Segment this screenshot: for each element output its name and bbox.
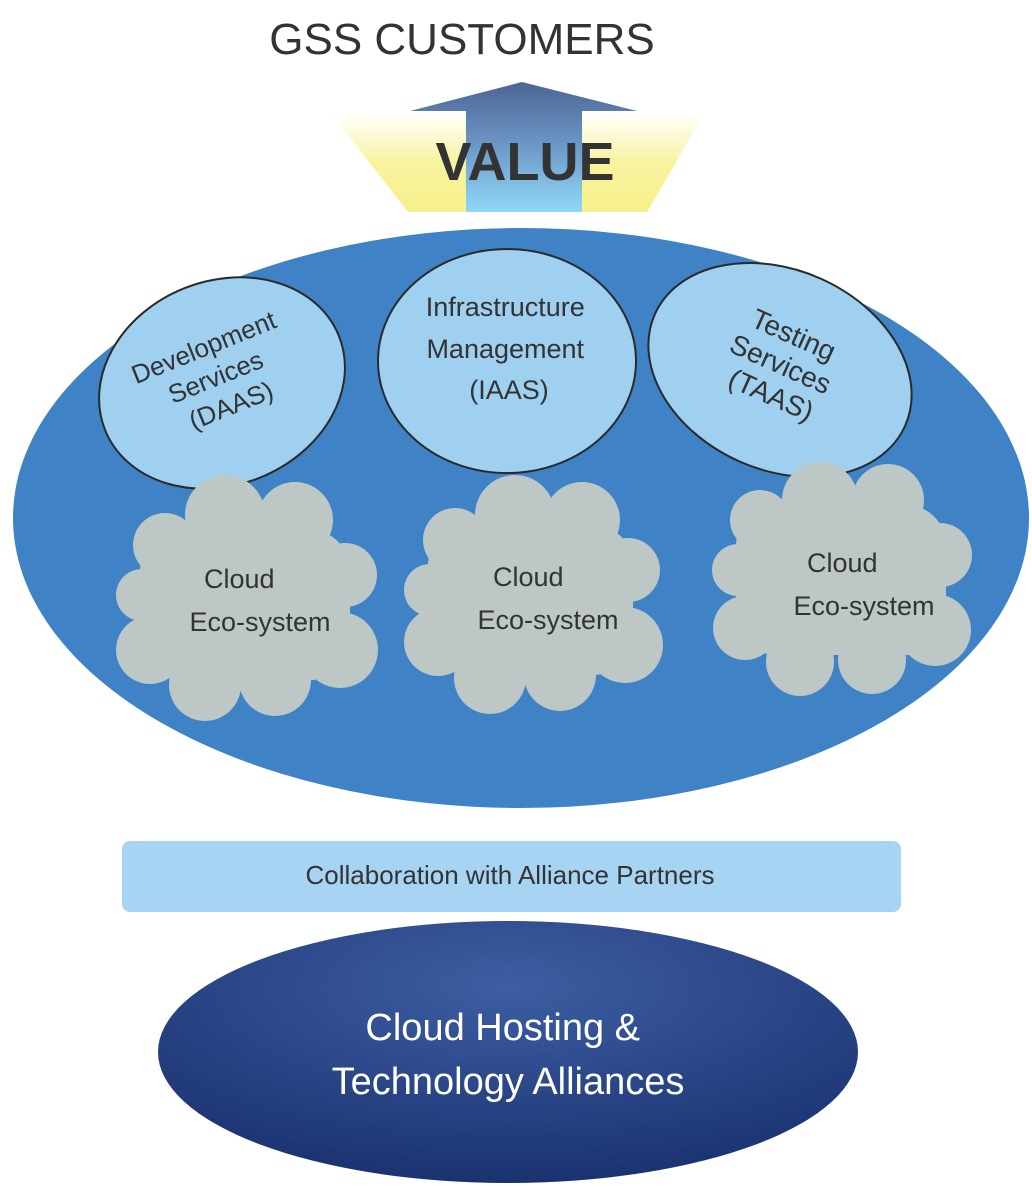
cloud-line: Eco-system [793, 591, 934, 621]
cloud-shape [116, 475, 378, 721]
cloud-line: Eco-system [477, 605, 618, 635]
service-line: Management [426, 334, 584, 364]
cloud-line: Cloud [807, 548, 878, 578]
svg-text:Cloud Eco-system: Cloud Eco-system [793, 548, 934, 621]
cloud-shape [404, 475, 663, 714]
alliances-line: Cloud Hosting & [365, 1007, 640, 1049]
cloud-line: Cloud [493, 562, 564, 592]
value-label: VALUE [435, 132, 614, 192]
service-line: (IAAS) [469, 375, 549, 405]
collaboration-bar [122, 841, 901, 912]
cloud-shape [712, 462, 972, 696]
value-arrow [410, 82, 637, 212]
collaboration-label: Collaboration with Alliance Partners [306, 860, 715, 890]
svg-text:Infrastructure Managemen: Infrastructure Management (IAAS) [426, 292, 593, 405]
alliances-ellipse [158, 921, 858, 1183]
cloud-line: Cloud [204, 564, 275, 594]
alliances-line: Technology Alliances [332, 1061, 685, 1103]
page-title: GSS CUSTOMERS [269, 15, 654, 64]
svg-text:Cloud Hosting & Technology: Cloud Hosting & Technology Alliances [332, 1007, 685, 1103]
svg-text:Cloud Eco-system: Cloud Eco-system [189, 564, 330, 637]
service-development: Development Services (DAAS) [98, 276, 346, 490]
service-testing: Testing Services (TAAS) [647, 261, 913, 479]
service-line: Infrastructure [426, 292, 585, 322]
svg-text:Cloud Eco-system: Cloud Eco-system [477, 562, 618, 635]
cloud-line: Eco-system [189, 607, 330, 637]
service-infrastructure: Infrastructure Management (IAAS) [377, 248, 637, 474]
